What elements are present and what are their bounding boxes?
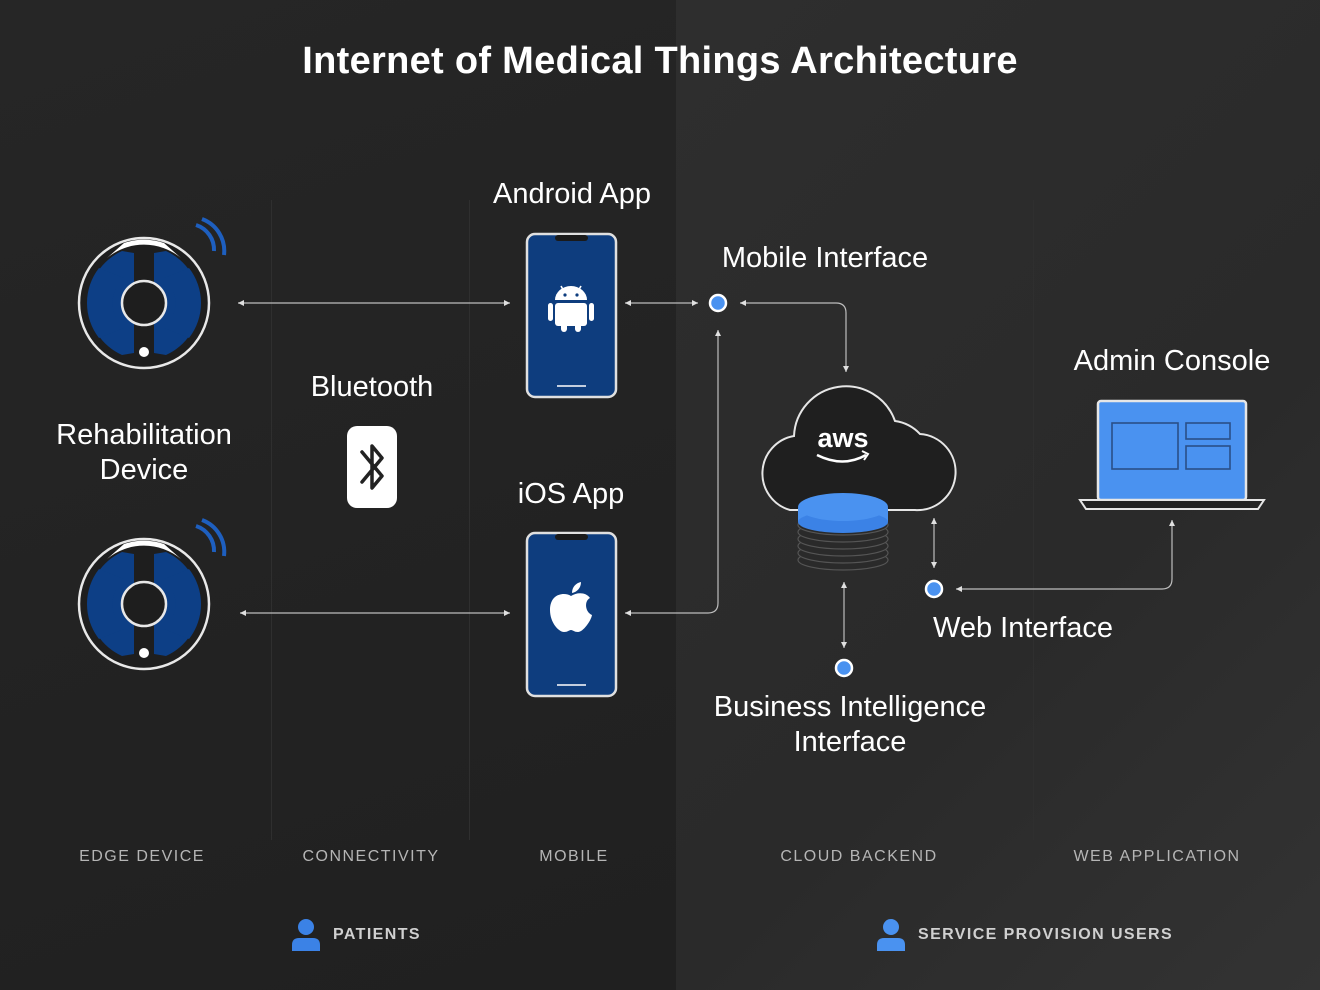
web-interface-label: Web Interface: [932, 612, 1113, 644]
android-icon: [548, 285, 594, 332]
column-divider: [271, 200, 272, 840]
person-icon: [292, 919, 320, 951]
service-provision-label: SERVICE PROVISION USERS: [918, 926, 1174, 943]
bi-label-line: Interface: [793, 726, 907, 758]
column-connectivity: CONNECTIVITY: [302, 848, 440, 865]
business-intelligence-label: Business Intelligence Interface: [680, 690, 1020, 760]
aws-cloud-icon: aws: [761, 385, 957, 512]
diagram-title: Internet of Medical Things Architecture: [302, 40, 1018, 82]
bi-interface-node: [834, 658, 854, 678]
mobile-interface-node: [708, 293, 728, 313]
android-app-label: Android App: [492, 178, 651, 210]
web-interface-node: [924, 579, 944, 599]
patients-panel: [0, 0, 676, 990]
mobile-cloud-link: [740, 300, 849, 372]
aws-logo-text: aws: [817, 423, 868, 453]
service-provision-group: SERVICE PROVISION USERS: [876, 918, 1173, 952]
laptop-icon: [1078, 399, 1266, 510]
android-phone: [525, 232, 618, 399]
patients-group: PATIENTS: [291, 918, 421, 952]
rehabilitation-label-line: Device: [99, 454, 189, 486]
database-icon: [797, 493, 889, 571]
column-cloud-backend: CLOUD BACKEND: [780, 848, 938, 865]
bi-label-line: Business Intelligence: [713, 691, 987, 723]
connectors: [238, 300, 1175, 648]
bluetooth-label: Bluetooth: [310, 371, 434, 403]
interface-nodes: [708, 293, 944, 678]
rehabilitation-device-label: Rehabilitation Device: [24, 418, 264, 488]
rehabilitation-device-icon: [77, 217, 227, 370]
ios-app-label: iOS App: [517, 478, 625, 510]
rehabilitation-label-line: Rehabilitation: [56, 419, 232, 451]
admin-console-label: Admin Console: [1073, 345, 1271, 377]
column-edge-device: EDGE DEVICE: [79, 848, 205, 865]
column-web-application: WEB APPLICATION: [1073, 848, 1241, 865]
person-icon: [877, 919, 905, 951]
apple-icon: [550, 582, 592, 632]
ios-phone: [525, 531, 618, 698]
column-divider: [469, 200, 470, 840]
mobile-interface-label: Mobile Interface: [721, 242, 929, 274]
patients-label: PATIENTS: [333, 926, 421, 943]
ios-mobile-link: [625, 330, 721, 616]
web-admin-link: [956, 520, 1175, 592]
column-mobile: MOBILE: [539, 848, 609, 865]
bluetooth-icon: [347, 426, 397, 508]
rehabilitation-device-icon: [77, 518, 227, 671]
